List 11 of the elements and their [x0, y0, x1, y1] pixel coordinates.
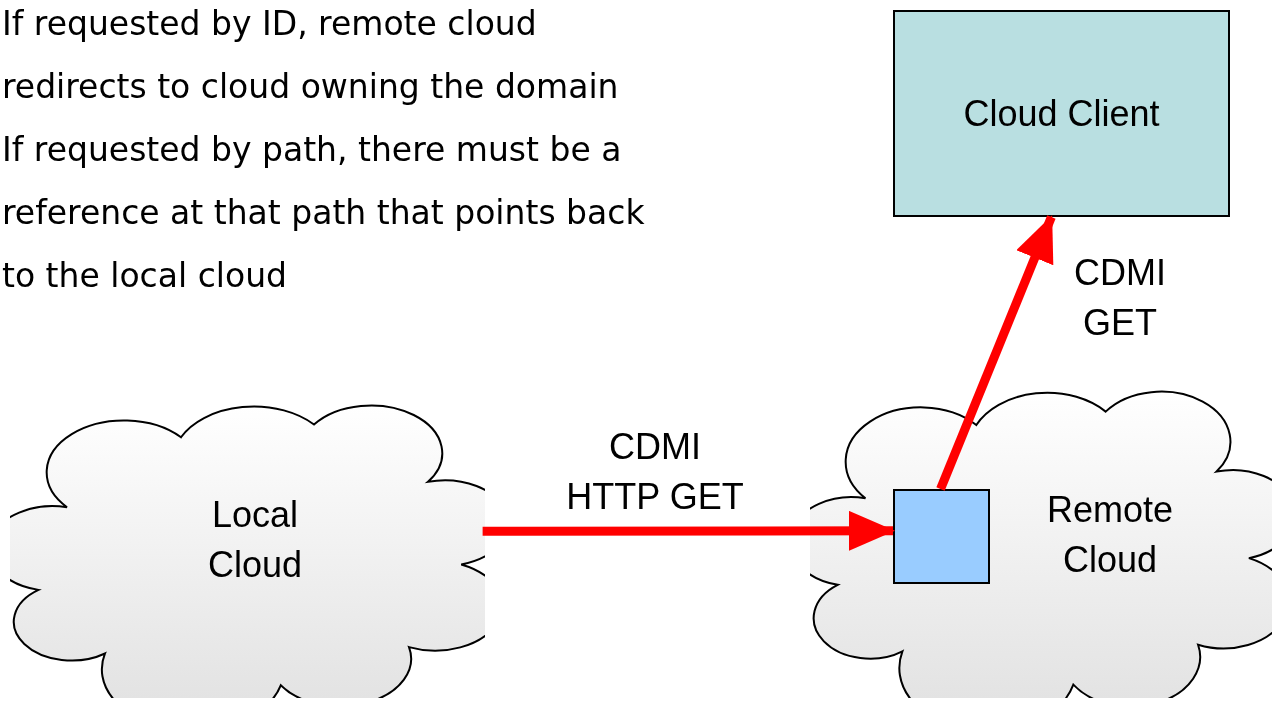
node-label: Cloud Client [963, 91, 1160, 136]
edge-label: CDMI GET [1073, 251, 1167, 345]
arrow [482, 510, 895, 551]
arrow [936, 215, 1056, 491]
node-label: Remote Cloud [1045, 488, 1175, 582]
bullet-text: If requested by path, there must be a reference at that path that points back to the local cloud [2, 129, 646, 297]
node-label: Local Cloud [206, 493, 304, 587]
edge-label: CDMI HTTP GET [565, 425, 745, 519]
process-box [893, 10, 1230, 217]
square-box [893, 489, 990, 584]
bullet-text: If requested by ID, remote cloud redirects to cloud owning the domain [2, 3, 620, 108]
